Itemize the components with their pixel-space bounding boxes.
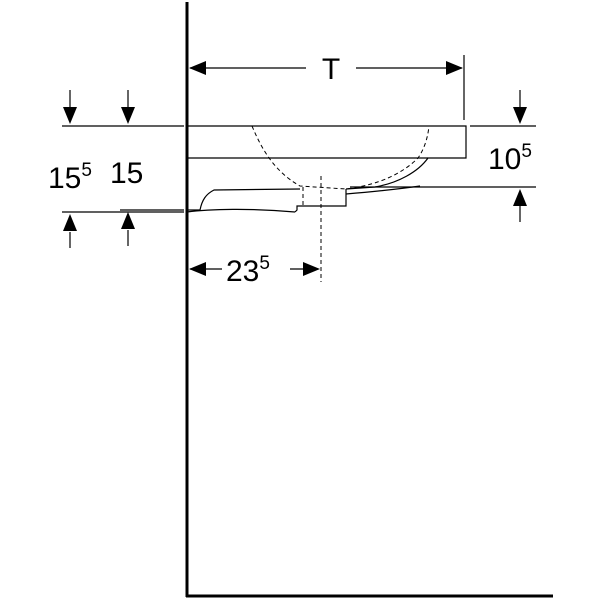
basin-height-label: 105 [488,141,532,176]
inner-height-label: 15 [110,157,143,190]
width-label: T [322,53,340,86]
outer-height-dimension: 155 [48,90,92,248]
basin-height-dimension: 105 [488,90,532,222]
bowl-hidden-outline [251,125,430,208]
inner-height-dimension: 15 [110,90,143,246]
drain-offset-dimension: 235 [189,253,320,288]
width-dimension: T [189,53,463,86]
washbasin-outline [186,125,467,213]
drain-offset-label: 235 [226,253,270,288]
outer-height-label: 155 [48,160,92,195]
